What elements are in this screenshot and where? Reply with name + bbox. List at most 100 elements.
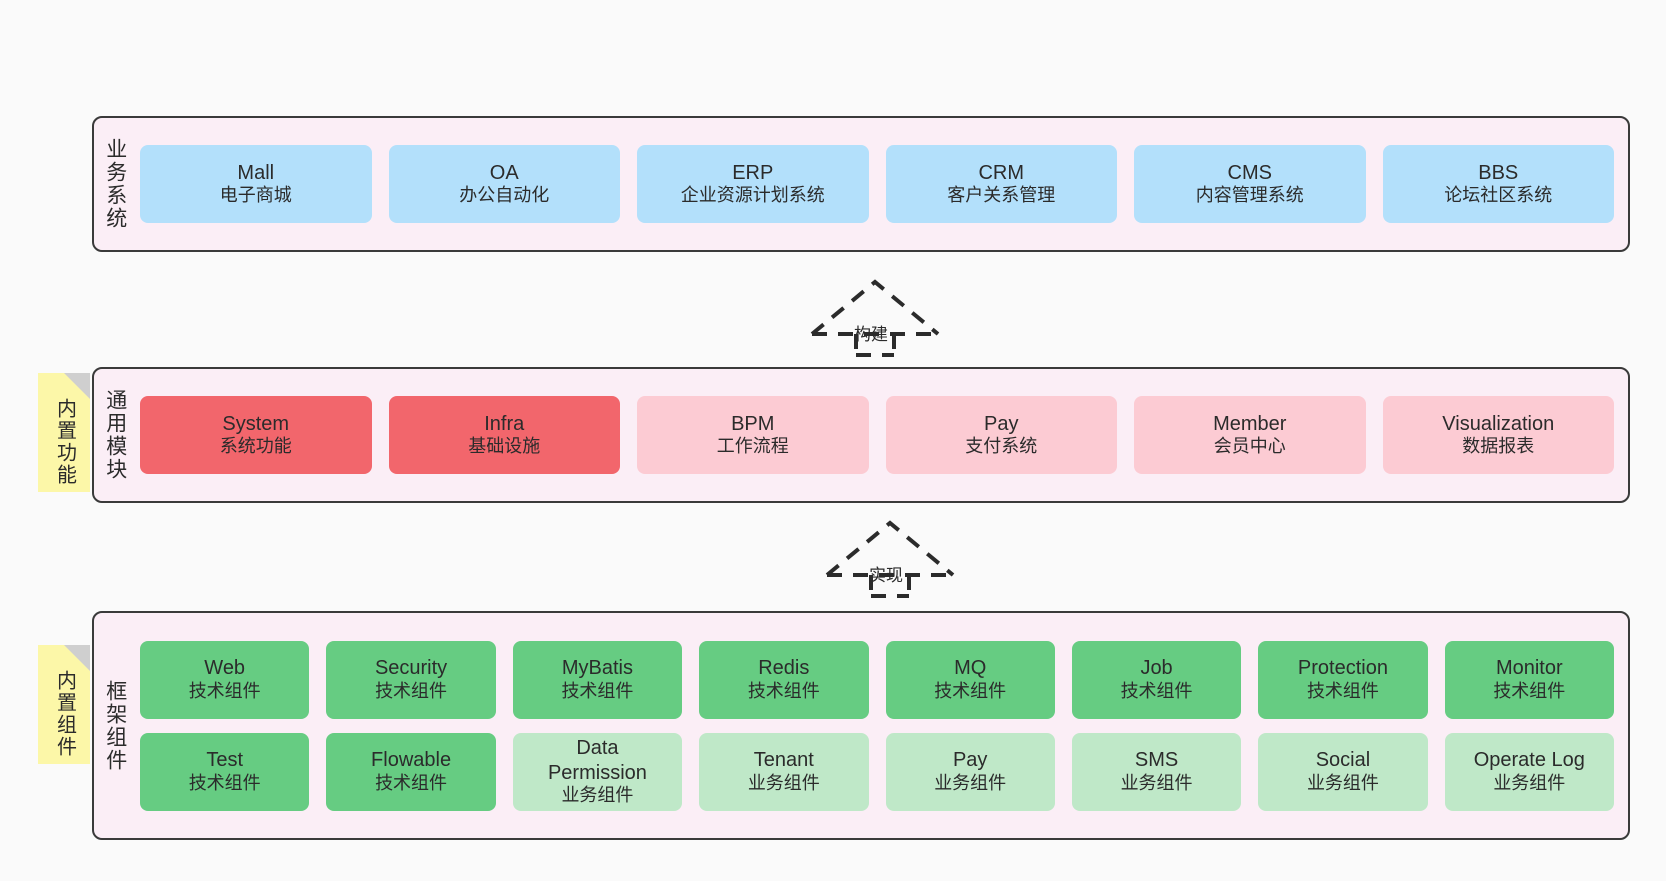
card-subtitle: 技术组件 (934, 680, 1007, 701)
card-title: Tenant (753, 749, 814, 772)
card-subtitle: 技术组件 (561, 680, 634, 701)
connector-build-label: 构建 (854, 325, 888, 344)
card-title: Protection (1297, 657, 1388, 680)
card-subtitle: 客户关系管理 (947, 185, 1056, 206)
card-subtitle: 电子商城 (219, 185, 292, 206)
card-crm[interactable]: CRM 客户关系管理 (885, 145, 1117, 223)
card-subtitle: 业务组件 (1493, 772, 1566, 793)
section-body-business-system: Mall 电子商城 OA 办公自动化 ERP 企业资源计划系统 CRM 客户关系… (136, 118, 1628, 250)
card-title: CRM (978, 161, 1025, 184)
card-subtitle: 业务组件 (1120, 772, 1193, 793)
card-social[interactable]: Social 业务组件 (1258, 732, 1428, 811)
card-subtitle: 技术组件 (375, 772, 448, 793)
card-title: Member (1213, 412, 1287, 435)
card-pay[interactable]: Pay 支付系统 (885, 396, 1117, 474)
card-mall[interactable]: Mall 电子商城 (140, 145, 372, 223)
card-title: Redis (758, 657, 810, 680)
card-title: OA (489, 161, 519, 184)
card-web[interactable]: Web 技术组件 (140, 640, 310, 719)
card-title: SMS (1134, 749, 1179, 772)
card-title: Infra (484, 412, 525, 435)
card-title: Flowable (371, 749, 452, 772)
card-title: MyBatis (561, 657, 633, 680)
card-job[interactable]: Job 技术组件 (1071, 640, 1242, 719)
card-erp[interactable]: ERP 企业资源计划系统 (637, 145, 869, 223)
section-label-business-system: 业务系统 (103, 138, 127, 230)
card-row: Test 技术组件 Flowable 技术组件 Data Permission … (140, 732, 1614, 811)
card-title: BBS (1478, 161, 1519, 184)
card-subtitle: 业务组件 (1306, 772, 1379, 793)
card-title: Job (1140, 657, 1173, 680)
card-protection[interactable]: Protection 技术组件 (1258, 640, 1428, 719)
card-subtitle: 企业资源计划系统 (680, 185, 825, 206)
card-mybatis[interactable]: MyBatis 技术组件 (512, 640, 683, 719)
card-monitor[interactable]: Monitor 技术组件 (1444, 640, 1614, 719)
card-security[interactable]: Security 技术组件 (326, 640, 496, 719)
card-title: Visualization (1442, 412, 1555, 435)
card-subtitle: 内容管理系统 (1195, 185, 1304, 206)
card-cms[interactable]: CMS 内容管理系统 (1134, 145, 1366, 223)
card-title: BPM (731, 412, 775, 435)
card-tenant[interactable]: Tenant 业务组件 (699, 732, 869, 811)
card-title: Operate Log (1473, 749, 1585, 772)
card-system[interactable]: System 系统功能 (140, 396, 372, 474)
card-mq[interactable]: MQ 技术组件 (885, 640, 1055, 719)
card-title: Data (576, 737, 619, 760)
card-title: CMS (1227, 161, 1272, 184)
sticky-note-text: 内置功能 (53, 397, 76, 486)
card-title: Pay (984, 412, 1019, 435)
card-subtitle: 技术组件 (1493, 680, 1566, 701)
card-data-permission[interactable]: Data Permission 业务组件 (512, 732, 683, 811)
card-title: Mall (237, 161, 275, 184)
card-bbs[interactable]: BBS 论坛社区系统 (1382, 145, 1614, 223)
card-pay-business[interactable]: Pay 业务组件 (885, 732, 1055, 811)
card-subtitle: 业务组件 (747, 772, 820, 793)
card-title: Web (204, 657, 246, 680)
card-visualization[interactable]: Visualization 数据报表 (1382, 396, 1614, 474)
card-subtitle: 系统功能 (219, 436, 292, 457)
card-subtitle: 基础设施 (468, 436, 541, 457)
card-row: Mall 电子商城 OA 办公自动化 ERP 企业资源计划系统 CRM 客户关系… (140, 145, 1614, 223)
card-subtitle: 技术组件 (1306, 680, 1379, 701)
card-title: Security (374, 657, 448, 680)
card-member[interactable]: Member 会员中心 (1134, 396, 1366, 474)
card-title: Test (206, 749, 244, 772)
connector-implement: 实现 (815, 513, 965, 598)
card-oa[interactable]: OA 办公自动化 (388, 145, 620, 223)
card-infra[interactable]: Infra 基础设施 (388, 396, 620, 474)
card-subtitle: 业务组件 (934, 772, 1007, 793)
section-framework-components: 框架组件 Web 技术组件 Security 技术组件 MyBatis 技术组件… (92, 611, 1630, 840)
card-title: Social (1315, 749, 1371, 772)
card-row: System 系统功能 Infra 基础设施 BPM 工作流程 Pay 支付系统… (140, 396, 1614, 474)
sticky-note-builtin-features: 内置功能 (38, 373, 90, 492)
card-operate-log[interactable]: Operate Log 业务组件 (1444, 732, 1614, 811)
card-subtitle: 会员中心 (1213, 436, 1286, 457)
sticky-note-text: 内置组件 (53, 669, 76, 758)
card-title: Monitor (1495, 657, 1563, 680)
card-subtitle: 数据报表 (1462, 436, 1535, 457)
card-title-line2: Permission (547, 761, 647, 784)
section-label-framework-components: 框架组件 (103, 679, 127, 772)
section-label-common-module: 通用模块 (103, 389, 127, 481)
card-bpm[interactable]: BPM 工作流程 (637, 396, 869, 474)
section-body-framework-components: Web 技术组件 Security 技术组件 MyBatis 技术组件 Redi… (136, 613, 1628, 838)
card-title: System (222, 412, 290, 435)
card-subtitle: 技术组件 (375, 680, 448, 701)
card-title: ERP (732, 161, 774, 184)
card-redis[interactable]: Redis 技术组件 (699, 640, 869, 719)
section-body-common-module: System 系统功能 Infra 基础设施 BPM 工作流程 Pay 支付系统… (136, 369, 1628, 501)
card-title: Pay (952, 749, 988, 772)
card-subtitle: 技术组件 (1120, 680, 1193, 701)
section-common-module: 通用模块 System 系统功能 Infra 基础设施 BPM 工作流程 Pay… (92, 367, 1630, 503)
card-subtitle: 办公自动化 (459, 185, 550, 206)
card-row: Web 技术组件 Security 技术组件 MyBatis 技术组件 Redi… (140, 640, 1614, 719)
card-test[interactable]: Test 技术组件 (140, 732, 310, 811)
card-subtitle: 技术组件 (188, 772, 261, 793)
card-subtitle: 工作流程 (716, 436, 789, 457)
card-flowable[interactable]: Flowable 技术组件 (326, 732, 496, 811)
card-sms[interactable]: SMS 业务组件 (1071, 732, 1242, 811)
card-subtitle: 论坛社区系统 (1444, 185, 1553, 206)
connector-build: 构建 (800, 272, 950, 357)
card-subtitle: 技术组件 (747, 680, 820, 701)
